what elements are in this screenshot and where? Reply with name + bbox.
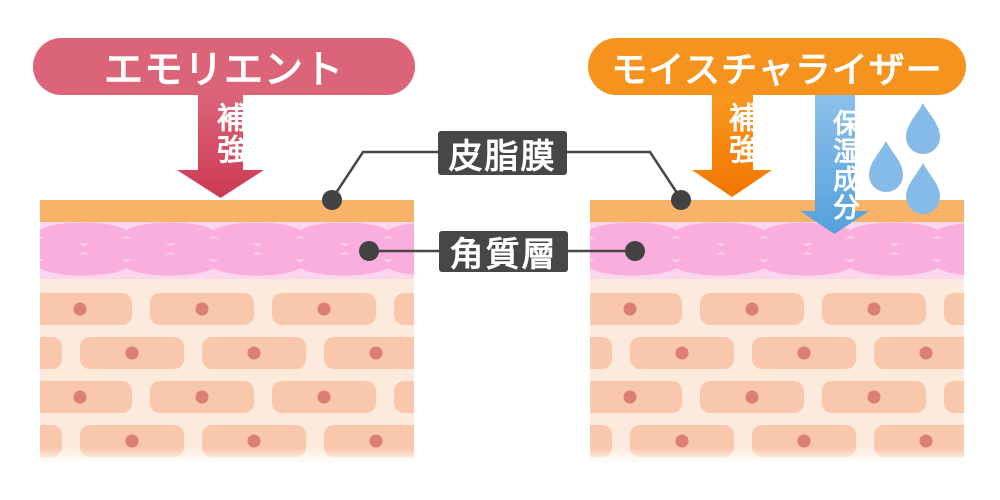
- left-skin-panel: [0, 200, 498, 464]
- emollient-title-pill: エモリエント: [33, 38, 415, 95]
- keratin-marker-dot-right: [625, 241, 645, 261]
- sebum-marker-dot-right: [671, 190, 691, 210]
- water-droplet-icon: [906, 103, 940, 154]
- keratin-marker-dot-left: [359, 241, 379, 261]
- emollient-arrow: [177, 93, 264, 198]
- water-droplet-icon: [906, 163, 940, 214]
- sebum-callout-line-right: [567, 150, 683, 200]
- sebum-film-label-box: 皮脂膜: [438, 131, 567, 176]
- emollient-arrow-label: 補強: [212, 102, 245, 166]
- moisturizer-title-pill: モイスチャライザー: [588, 38, 966, 95]
- moisturizing-ingredient-arrow: [800, 95, 869, 234]
- stratum-corneum-label-box: 角質層: [439, 231, 568, 274]
- moisturizing-ingredient-arrow-label: 保湿成分: [829, 109, 859, 221]
- moisturizer-reinforce-arrow-label: 補強: [724, 102, 757, 166]
- moisturizer-reinforce-arrow: [692, 93, 772, 197]
- sebum-marker-dot-left: [322, 190, 342, 210]
- sebum-callout-line-left: [330, 150, 438, 200]
- right-skin-panel: [508, 200, 1000, 464]
- water-droplet-icon: [869, 141, 903, 192]
